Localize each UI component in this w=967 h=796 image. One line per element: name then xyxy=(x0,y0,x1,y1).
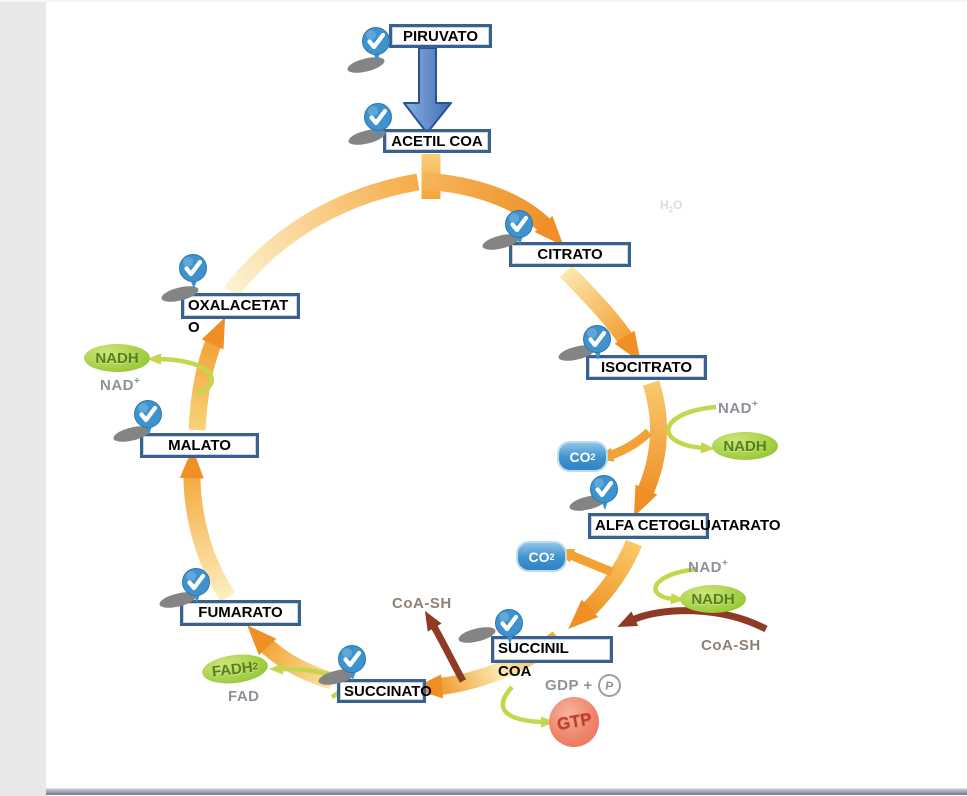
ring-citrato-to-isocitrato xyxy=(559,265,641,363)
node-label: FUMARATO xyxy=(198,604,283,621)
node-label-overflow: COA xyxy=(498,663,532,680)
checkmark-pin-icon[interactable] xyxy=(137,248,233,308)
pin-sheen xyxy=(594,478,604,488)
coa-sh-label-top: CoA-SH xyxy=(392,595,452,612)
checkmark-pin-icon[interactable] xyxy=(296,639,392,699)
arrow-gdp-to-gtp xyxy=(500,685,556,728)
node-alfa-cetogluatarato[interactable]: ALFA CETOGLUATARATO xyxy=(588,513,781,539)
ring-alfa-to-succinilcoa xyxy=(568,539,642,629)
arrow-piruvato-to-acetilcoa xyxy=(403,47,452,134)
pin-sheen xyxy=(587,328,597,338)
checkmark-pin-icon[interactable] xyxy=(541,319,637,379)
node-label: SUCCINIL xyxy=(498,640,569,657)
arrow-coash-release xyxy=(424,610,467,683)
node-label: CITRATO xyxy=(537,246,603,263)
pin-sheen xyxy=(368,106,378,116)
pin-shadow xyxy=(458,627,496,643)
branch-to-co2-2 xyxy=(556,549,614,577)
nadh-badge-right1: NADH xyxy=(712,432,778,460)
checkmark-pin-icon[interactable] xyxy=(92,394,188,454)
pin-sheen xyxy=(138,403,148,413)
node-malato[interactable]: MALATO xyxy=(140,433,259,458)
phosphate-circle-icon: P xyxy=(596,672,623,699)
node-succinato[interactable]: SUCCINATO xyxy=(337,679,432,703)
fad-label: FAD xyxy=(228,688,260,705)
check-icon xyxy=(139,405,158,423)
pin-shadow xyxy=(348,129,386,145)
node-label: ACETIL COA xyxy=(391,133,483,150)
pin-shadow xyxy=(113,426,151,442)
checkmark-pin-icon[interactable] xyxy=(548,469,644,529)
nad-plus-label-left: NAD+ xyxy=(100,376,141,394)
check-icon xyxy=(343,650,362,668)
nad-plus-label-right2: NAD+ xyxy=(688,558,729,576)
check-icon xyxy=(588,330,607,348)
pin-shadow xyxy=(159,592,197,608)
check-icon xyxy=(369,108,388,126)
nadh-badge-left: NADH xyxy=(84,344,150,372)
pin-sheen xyxy=(186,571,196,581)
ring-isocitrato-to-alfa xyxy=(633,380,667,517)
node-succinil-coa[interactable]: SUCCINIL COA xyxy=(491,636,613,680)
coa-sh-label-right: CoA-SH xyxy=(701,637,761,654)
pin-sheen xyxy=(183,257,193,267)
check-icon xyxy=(500,614,519,632)
node-label: ISOCITRATO xyxy=(600,359,693,376)
ring-fumarato-to-malato xyxy=(179,448,236,602)
node-label-overflow: O xyxy=(188,319,200,336)
nad-plus-label-right1: NAD+ xyxy=(718,399,759,417)
checkmark-pin-icon[interactable] xyxy=(140,562,236,622)
gdp-label: GDP + xyxy=(545,677,593,694)
pin-sheen xyxy=(509,213,519,223)
node-citrato[interactable]: CITRATO xyxy=(509,242,631,267)
nadh-badge-right2: NADH xyxy=(680,585,746,613)
bottom-edge-bar xyxy=(46,788,967,795)
ring-top-to-citrato xyxy=(423,172,564,247)
node-label: MALATO xyxy=(168,437,231,454)
ring-oxalacetato-to-top xyxy=(224,173,420,298)
arrow-nad-to-nadh-left xyxy=(146,353,214,396)
checkmark-pin-icon[interactable] xyxy=(453,603,549,663)
check-icon xyxy=(367,32,386,50)
node-isocitrato[interactable]: ISOCITRATO xyxy=(586,355,707,380)
node-label: SUCCINATO xyxy=(344,683,432,700)
check-icon xyxy=(510,215,529,233)
node-piruvato[interactable]: PIRUVATO xyxy=(389,24,492,48)
check-icon xyxy=(595,480,614,498)
pin-sheen xyxy=(342,648,352,658)
arrow-coash-into-cycle xyxy=(617,607,768,633)
node-acetil-coa[interactable]: ACETIL COA xyxy=(383,129,491,153)
node-fumarato[interactable]: FUMARATO xyxy=(180,600,301,626)
checkmark-pin-icon[interactable] xyxy=(463,204,559,264)
page-top-edge xyxy=(0,0,967,2)
pin-shadow xyxy=(318,669,356,685)
node-label: OXALACETAT xyxy=(188,297,289,314)
node-label: ALFA CETOGLUATARATO xyxy=(595,517,781,534)
arrow-nad-to-nadh-right2 xyxy=(653,566,699,605)
h2o-faint-label: H2O xyxy=(660,198,683,215)
node-oxalacetato[interactable]: OXALACETAT O xyxy=(181,293,300,336)
pin-shadow xyxy=(482,234,520,250)
check-icon xyxy=(187,573,206,591)
arrow-nad-to-nadh-right1 xyxy=(666,404,717,454)
pin-sheen xyxy=(499,612,509,622)
node-label: PIRUVATO xyxy=(402,28,478,45)
check-icon xyxy=(184,259,203,277)
pin-shadow xyxy=(558,345,596,361)
ring-malato-to-oxalacetato xyxy=(188,317,226,431)
pin-shadow xyxy=(161,286,199,302)
gdp-plus-p-row: GDP + P xyxy=(545,672,623,699)
checkmark-pin-icon[interactable] xyxy=(322,97,418,157)
checkmark-pin-icon[interactable] xyxy=(320,21,416,81)
gtp-badge: GTP xyxy=(549,697,599,747)
pin-shadow xyxy=(347,57,385,73)
branch-to-co2-1 xyxy=(595,428,653,462)
page-left-gutter xyxy=(0,2,46,796)
pin-sheen xyxy=(366,30,376,40)
